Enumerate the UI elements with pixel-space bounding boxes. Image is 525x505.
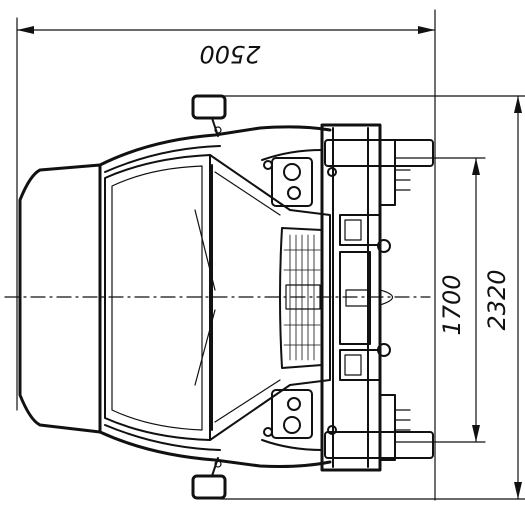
arrowhead-width-bottom — [514, 482, 522, 499]
windscreen-glass — [111, 165, 203, 431]
wiper-blades — [194, 209, 216, 386]
arch-bolt-top — [263, 160, 273, 170]
bumper-bolt-2 — [327, 425, 337, 435]
fog-lamp-top — [339, 214, 381, 246]
front-axle-bulge — [379, 289, 394, 306]
mirror-pivot-top — [214, 126, 222, 134]
grille-frame — [279, 227, 323, 369]
track-width-label: 1700 — [438, 274, 466, 335]
headlamp-top-inner — [287, 186, 301, 200]
fog-lamp-top-lens — [344, 219, 362, 241]
grille-slats — [283, 234, 321, 361]
cab-trim-top — [104, 145, 221, 173]
cab-trim-bottom — [104, 424, 221, 451]
grille-emblem — [285, 284, 321, 310]
bonnet-crease-bottom — [214, 379, 281, 423]
arrowhead-right — [418, 26, 435, 34]
bonnet — [194, 154, 331, 441]
spring-top — [394, 169, 411, 191]
plate-light — [345, 289, 369, 307]
arch-top — [261, 149, 323, 161]
headlights — [271, 157, 313, 439]
cab-roof-outline — [18, 163, 102, 434]
dimension-track: 1700 — [394, 157, 486, 443]
bonnet-crease-top — [214, 171, 281, 216]
wheel-arches — [261, 149, 323, 451]
headlight-top — [271, 157, 313, 207]
dimension-overall-length: 2500 — [16, 9, 436, 501]
licence-plate-area — [339, 251, 371, 345]
tow-hook-bottom — [377, 343, 391, 357]
overall-length-label: 2500 — [199, 40, 260, 68]
headlight-bottom — [271, 389, 313, 439]
headlamp-top-outer — [283, 163, 301, 181]
spring-bottom — [394, 409, 411, 431]
radiator-grille — [279, 227, 323, 369]
overall-width-label: 2320 — [483, 269, 511, 330]
chassis-rail-bottom — [379, 394, 396, 461]
arrowhead-width-top — [514, 96, 522, 113]
arrowhead-track-top — [472, 158, 480, 175]
dimension-overall-width: 2320 — [219, 95, 525, 500]
fog-lamp-bottom-lens — [344, 354, 362, 376]
tow-hook-top — [377, 239, 391, 253]
arch-bottom — [261, 439, 323, 451]
fog-lamp-bottom — [339, 349, 381, 381]
headlamp-bottom-outer — [283, 416, 301, 434]
arch-bolt-bottom — [263, 427, 273, 437]
bumper-outline — [320, 123, 382, 472]
cab-side-top — [98, 125, 332, 167]
cab-body — [18, 125, 332, 468]
bonnet-outline — [209, 154, 331, 441]
mirror-top — [191, 94, 227, 120]
chassis-rail-top — [379, 139, 396, 206]
arrowhead-track-bottom — [472, 425, 480, 442]
cab-side-bottom — [98, 430, 332, 468]
bumper-bolt-1 — [327, 167, 337, 177]
mirror-bottom — [191, 474, 227, 500]
arrowhead-left — [17, 26, 34, 34]
front-bumper — [320, 123, 411, 472]
headlamp-bottom-inner — [287, 397, 301, 411]
